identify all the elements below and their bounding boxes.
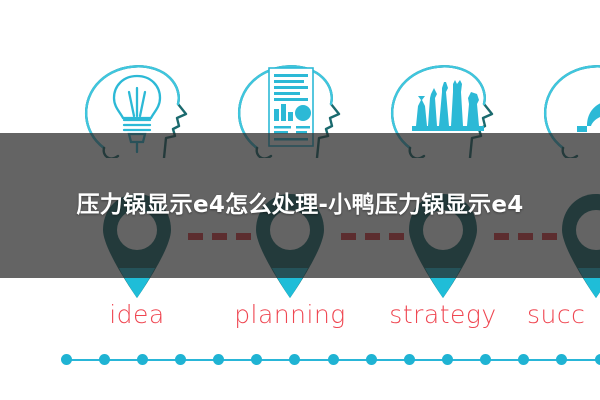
timeline-dot xyxy=(480,354,492,365)
timeline-dot xyxy=(403,354,415,365)
stage-label-planning: planning xyxy=(234,300,346,329)
timeline-dot xyxy=(441,354,453,365)
timeline-dot xyxy=(365,354,377,365)
page-title: 压力锅显示e4怎么处理-小鸭压力锅显示e4 xyxy=(76,192,524,219)
stage-label-strategy: strategy xyxy=(389,300,497,329)
timeline-dot xyxy=(594,354,600,365)
timeline-dot xyxy=(213,354,225,365)
head-lightbulb-icon xyxy=(74,52,200,158)
title-overlay-band: 压力锅显示e4怎么处理-小鸭压力锅显示e4 xyxy=(0,133,600,278)
timeline-dot xyxy=(327,354,339,365)
timeline-strip xyxy=(0,349,600,371)
timeline-dot xyxy=(251,354,263,365)
timeline-dot xyxy=(174,354,186,365)
timeline-dot xyxy=(289,354,301,365)
stage-label-success: succ xyxy=(527,300,586,329)
timeline-dot xyxy=(518,354,530,365)
timeline-dot xyxy=(556,354,568,365)
timeline-dot xyxy=(60,354,72,365)
timeline-dot xyxy=(98,354,110,365)
stage-label-idea: idea xyxy=(109,300,165,329)
timeline-dot xyxy=(136,354,148,365)
